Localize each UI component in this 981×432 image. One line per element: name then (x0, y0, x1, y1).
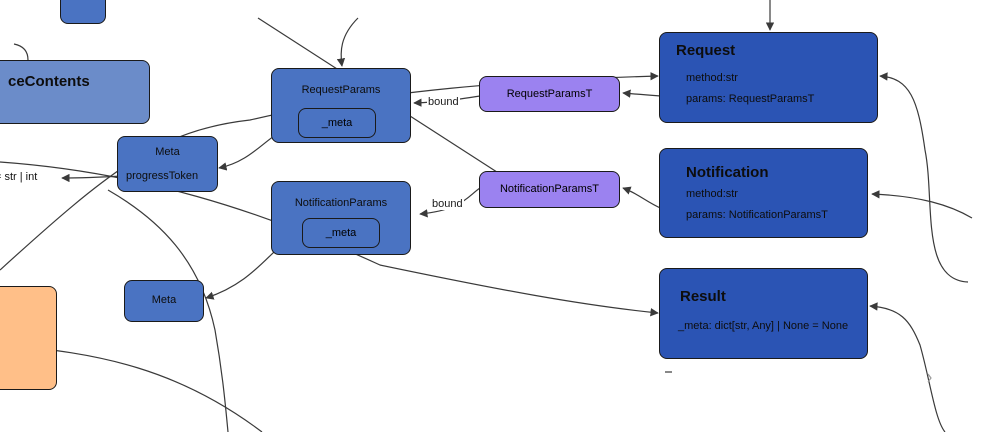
node-notification-params-t[interactable]: NotificationParamsT (479, 171, 620, 208)
node-notification[interactable]: Notification method:str params: Notifica… (659, 148, 868, 238)
node-request-params-meta[interactable]: _meta (298, 108, 376, 138)
node-notification-params-title: NotificationParams (294, 197, 388, 209)
edge-label-bound-top: bound (427, 96, 460, 108)
node-resource-contents[interactable]: ceContents (0, 60, 150, 124)
node-meta-top[interactable]: Meta progressToken (117, 136, 218, 192)
node-meta-bottom-title: Meta (151, 294, 177, 306)
node-notification-line-2: params: NotificationParamsT (686, 209, 828, 221)
node-notification-line-1: method:str (686, 188, 738, 200)
edge-into-request-params (336, 17, 359, 67)
node-orange-partial[interactable] (0, 286, 57, 390)
edge-mark-2 (927, 373, 932, 383)
edge-right-result (869, 302, 946, 432)
node-result-title: Result (680, 288, 726, 305)
edge-contents-top (13, 43, 29, 61)
node-request-params-t[interactable]: RequestParamsT (479, 76, 620, 112)
node-request-line-2: params: RequestParamsT (686, 93, 815, 105)
node-request-params-title: RequestParams (301, 84, 381, 96)
node-request-line-1: method:str (686, 72, 738, 84)
node-meta-bottom[interactable]: Meta (124, 280, 204, 322)
node-result-line-1: _meta: dict[str, Any] | None = None (678, 320, 849, 332)
node-result[interactable]: Result _meta: dict[str, Any] | None = No… (659, 268, 868, 359)
node-meta-top-title: Meta (155, 146, 180, 158)
node-meta-top-field: progressToken (126, 170, 199, 182)
edge-cross-down (107, 189, 229, 432)
progress-token-type: = str | int (0, 171, 38, 183)
node-notification-params-meta[interactable]: _meta (302, 218, 380, 248)
node-resource-contents-label: ceContents (8, 73, 90, 90)
node-top-left-partial[interactable] (60, 0, 106, 24)
edge-label-bound-bottom: bound (431, 198, 464, 210)
node-notification-title: Notification (686, 164, 769, 181)
node-request[interactable]: Request method:str params: RequestParams… (659, 32, 878, 123)
node-request-title: Request (676, 42, 736, 59)
edge-right-notification (871, 190, 973, 219)
edge-right-request (879, 72, 969, 283)
